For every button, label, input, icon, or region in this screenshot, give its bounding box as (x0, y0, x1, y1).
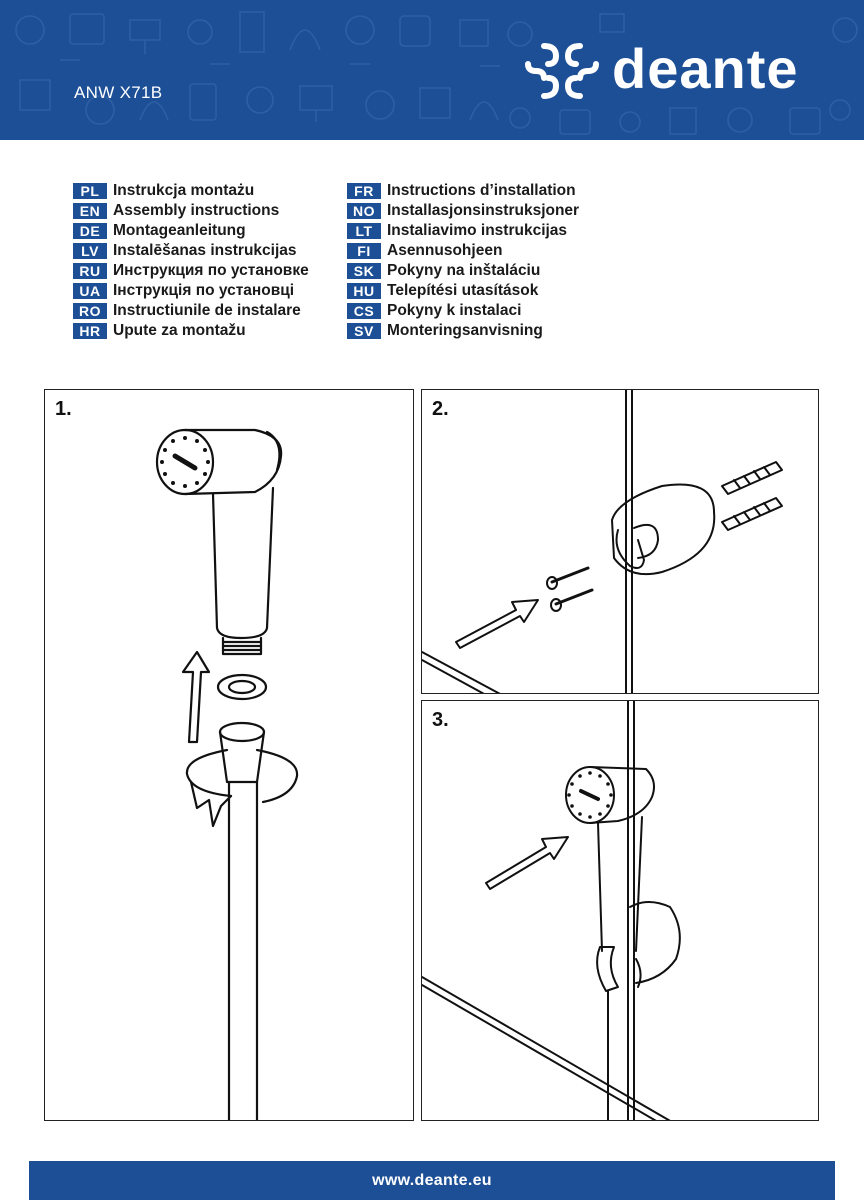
lang-code: SV (347, 323, 381, 339)
lang-code: CS (347, 303, 381, 319)
language-list-right: FR Instructions d’installation NO Installa… (347, 181, 579, 341)
lang-row-fi: FI Asennusohjeen (347, 241, 579, 261)
lang-title: Upute za montažu (113, 322, 246, 339)
wall-holder-mounting-illustration (422, 390, 783, 693)
brand-logo: deante (522, 36, 832, 106)
lang-title: Installasjonsinstruksjoner (387, 202, 580, 219)
lang-row-cs: CS Pokyny k instalaci (347, 301, 579, 321)
brand-wordmark: deante (612, 37, 799, 100)
lang-title: Инструкция по установке (113, 262, 309, 279)
step-1-number: 1. (55, 398, 72, 420)
lang-row-ua: UA Інструкція по установці (73, 281, 309, 301)
lang-title: Asennusohjeen (387, 242, 503, 259)
lang-row-en: EN Assembly instructions (73, 201, 309, 221)
lang-code: HR (73, 323, 107, 339)
lang-code: DE (73, 223, 107, 239)
step-2-number: 2. (432, 398, 449, 420)
lang-code: FI (347, 243, 381, 259)
lang-title: Інструкція по установці (113, 282, 295, 299)
lang-row-hu: HU Telepítési utasítások (347, 281, 579, 301)
lang-code: LV (73, 243, 107, 259)
lang-row-de: DE Montageanleitung (73, 221, 309, 241)
lang-row-fr: FR Instructions d’installation (347, 181, 579, 201)
lang-row-ro: RO Instructiunile de instalare (73, 301, 309, 321)
lang-row-no: NO Installasjonsinstruksjoner (347, 201, 579, 221)
deante-logo-icon (525, 43, 599, 99)
lang-row-ru: RU Инструкция по установке (73, 261, 309, 281)
handset-hose-connection-illustration (155, 428, 299, 1120)
lang-title: Instalēšanas instrukcijas (113, 242, 297, 259)
lang-code: RO (73, 303, 107, 319)
lang-code: LT (347, 223, 381, 239)
lang-code: SK (347, 263, 381, 279)
lang-title: Assembly instructions (113, 202, 280, 219)
lang-code: HU (347, 283, 381, 299)
language-list-left: PL Instrukcja montażu EN Assembly instruct… (73, 181, 309, 341)
step-1-panel: 1. (44, 389, 414, 1121)
lang-row-pl: PL Instrukcja montażu (73, 181, 309, 201)
handset-in-holder-illustration (422, 701, 681, 1120)
step-3-number: 3. (432, 709, 449, 731)
lang-title: Pokyny k instalaci (387, 302, 522, 319)
lang-row-lt: LT Instaliavimo instrukcijas (347, 221, 579, 241)
lang-title: Instaliavimo instrukcijas (387, 222, 568, 239)
step-2-panel: 2. (421, 389, 819, 694)
lang-row-sk: SK Pokyny na inštaláciu (347, 261, 579, 281)
sanitary-pattern-background (15, 11, 858, 135)
step-3-panel: 3. (421, 700, 819, 1121)
lang-title: Montageanleitung (113, 222, 246, 239)
lang-code: PL (73, 183, 107, 199)
lang-title: Telepítési utasítások (387, 282, 539, 299)
lang-row-hr: HR Upute za montažu (73, 321, 309, 341)
lang-title: Instructions d’installation (387, 182, 576, 199)
lang-code: RU (73, 263, 107, 279)
header-banner: ANW X71B deante (0, 0, 864, 140)
lang-code: NO (347, 203, 381, 219)
lang-title: Pokyny na inštaláciu (387, 262, 541, 279)
lang-code: EN (73, 203, 107, 219)
lang-code: UA (73, 283, 107, 299)
lang-code: FR (347, 183, 381, 199)
lang-title: Monteringsanvisning (387, 322, 543, 339)
model-number: ANW X71B (74, 83, 163, 102)
lang-row-sv: SV Monteringsanvisning (347, 321, 579, 341)
lang-title: Instrukcja montażu (113, 182, 255, 199)
lang-row-lv: LV Instalēšanas instrukcijas (73, 241, 309, 261)
lang-title: Instructiunile de instalare (113, 302, 301, 319)
footer-website[interactable]: www.deante.eu (29, 1161, 835, 1200)
